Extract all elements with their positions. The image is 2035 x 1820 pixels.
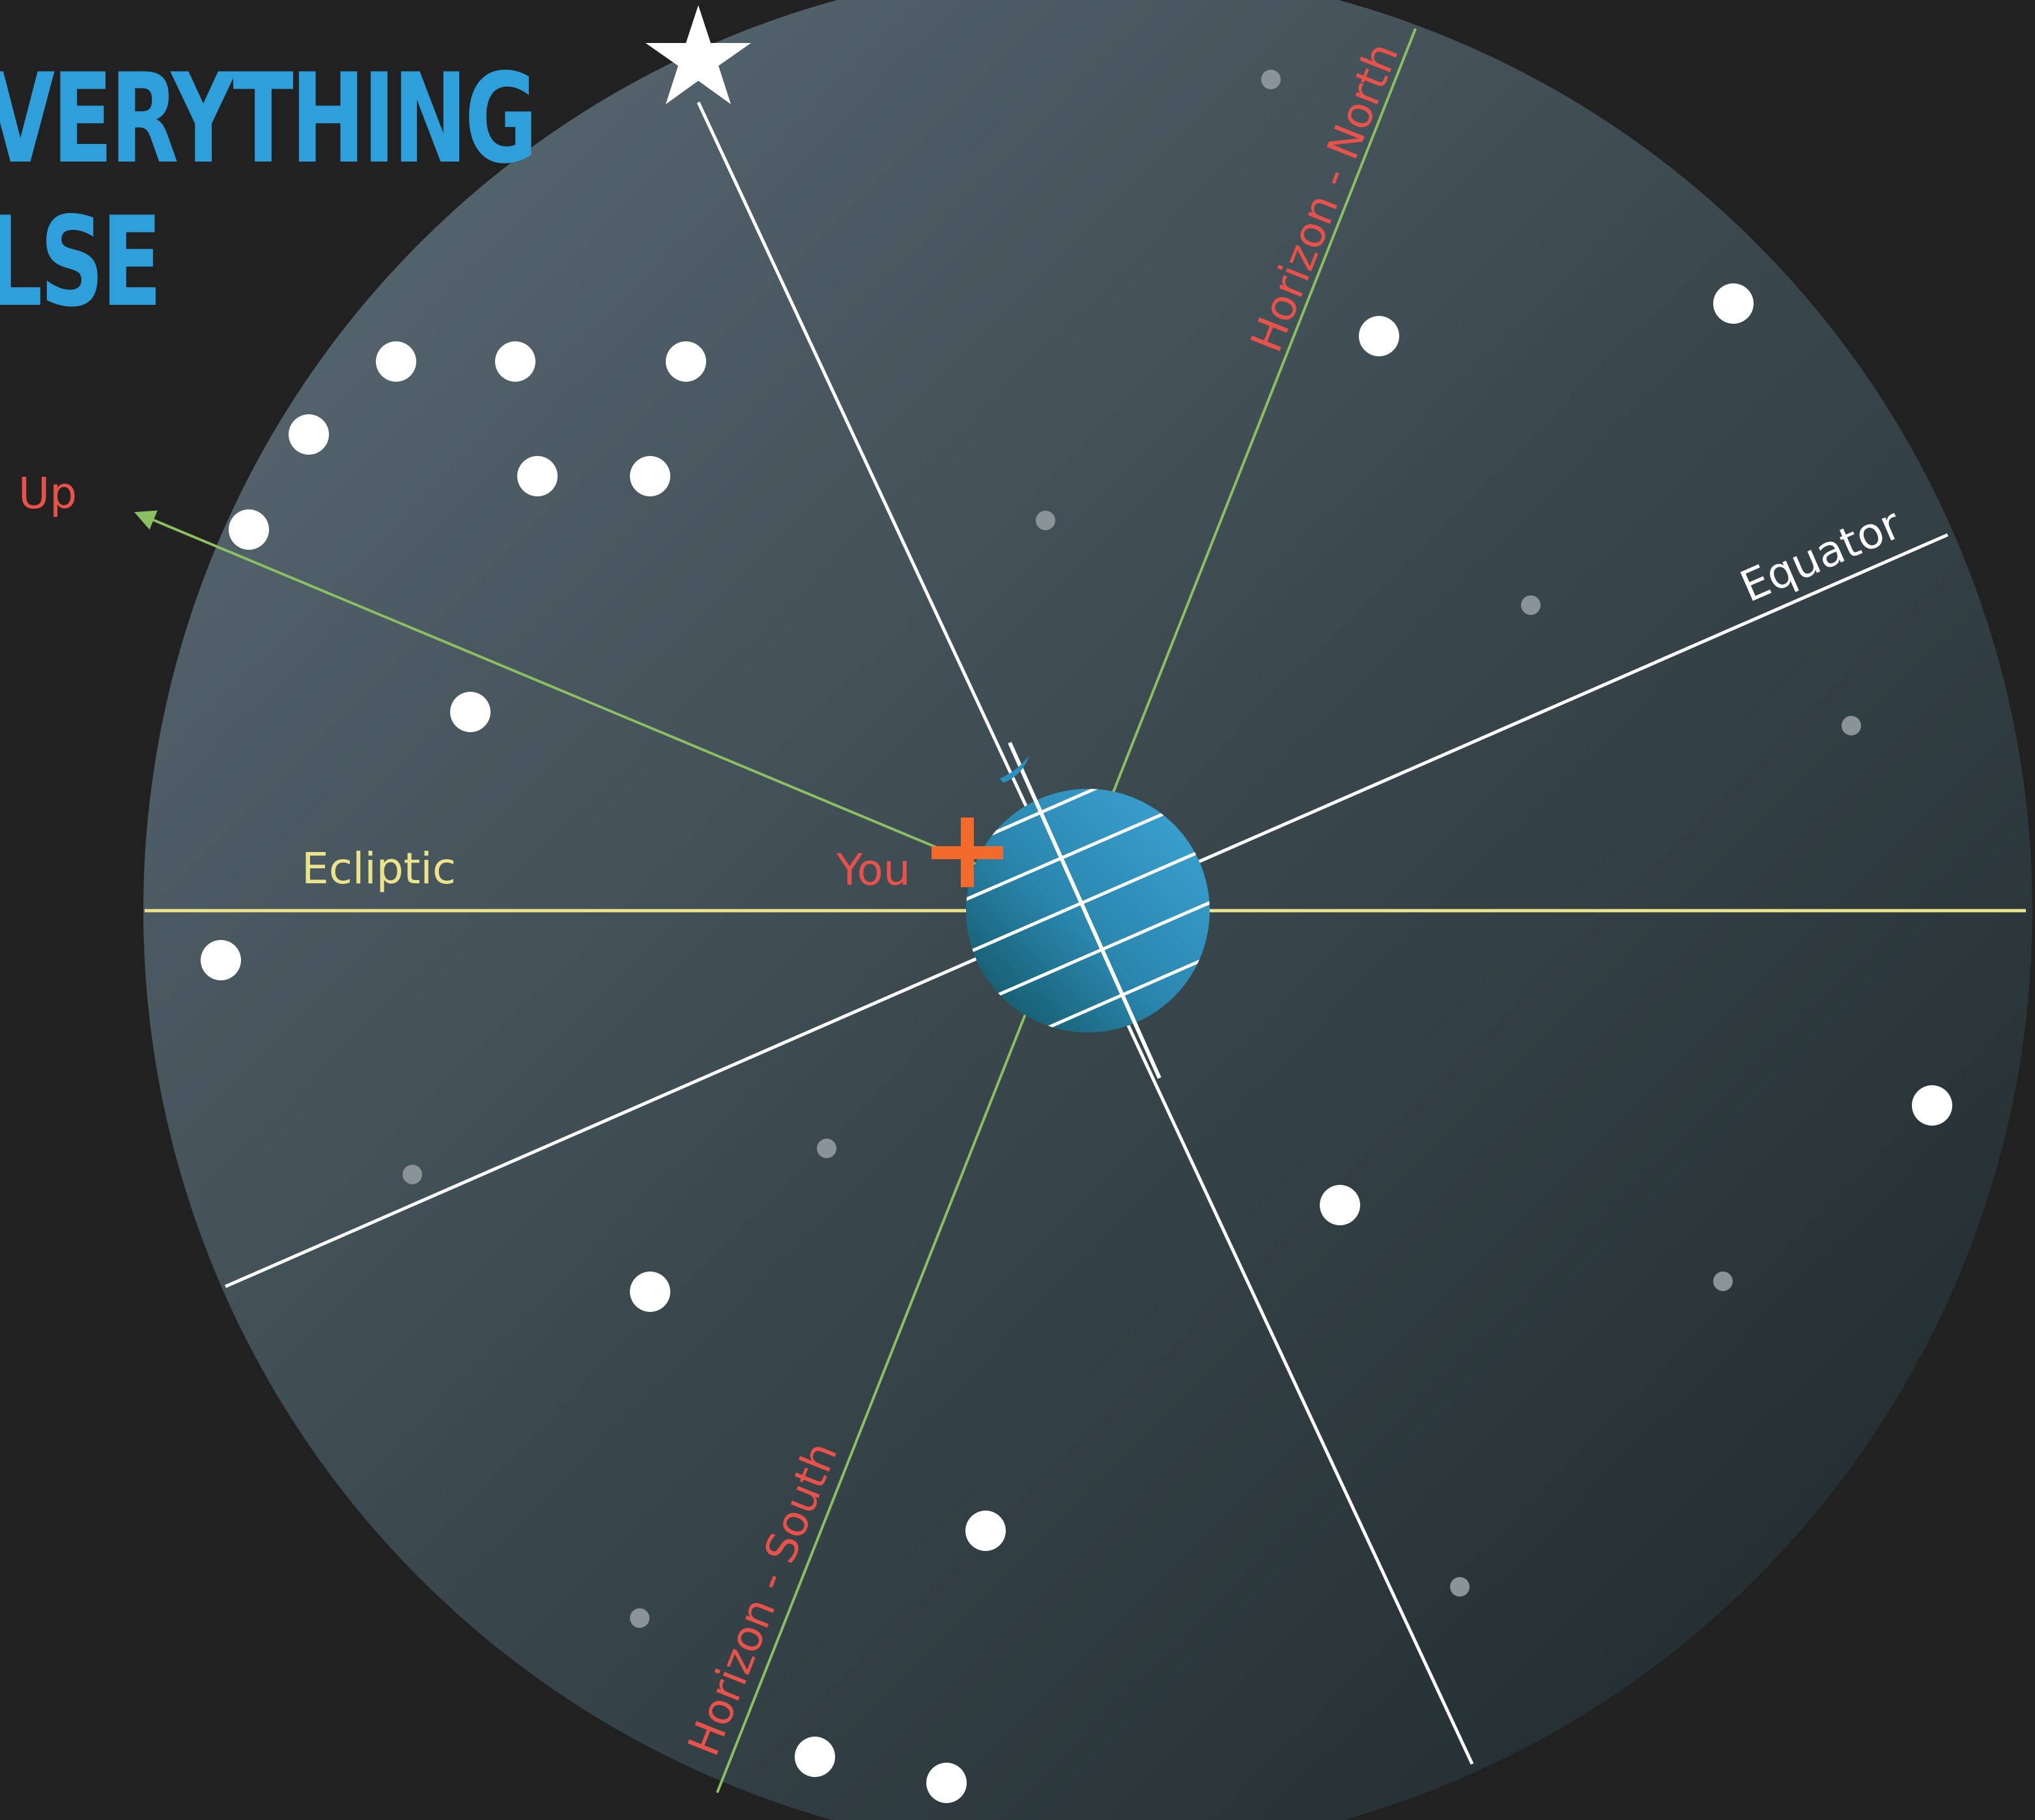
faint-star-dot (817, 1139, 836, 1158)
crescent-moon-icon (1000, 756, 1029, 783)
faint-star-dot (1036, 511, 1055, 530)
star-dot (1359, 316, 1399, 356)
bright-stars (201, 283, 1952, 1803)
title-line-1: VERYTHING (0, 47, 535, 192)
star-dot (376, 341, 416, 382)
up-arrow (134, 510, 1089, 912)
star-dot (630, 456, 670, 496)
faint-star-dot (1713, 1272, 1733, 1291)
star-dot (1912, 1085, 1952, 1126)
title-line-2: LSE (0, 190, 160, 335)
star-dot (517, 456, 558, 496)
star-dot (795, 1737, 835, 1777)
star-icon (646, 5, 751, 104)
star-dot (630, 1272, 670, 1312)
star-dot (1320, 1185, 1360, 1225)
star-dot (289, 414, 329, 455)
star-dot (666, 341, 706, 382)
plus-icon (932, 818, 1003, 887)
star-dot (926, 1763, 967, 1803)
you-label: You (836, 845, 911, 895)
earth-axis-stub (1008, 741, 1161, 1079)
faint-star-dot (403, 1165, 422, 1184)
star-dot (229, 509, 269, 550)
faint-star-dot (1842, 716, 1861, 735)
star-dot (201, 940, 241, 980)
faint-star-dot (1521, 595, 1541, 615)
star-dot (965, 1511, 1006, 1551)
faint-star-dot (1261, 70, 1281, 89)
page-title: VERYTHING LSE (0, 47, 538, 335)
star-dot (450, 692, 491, 732)
star-dot (1713, 283, 1754, 324)
star-dot (495, 341, 535, 382)
faint-stars (403, 70, 1861, 1628)
ecliptic-label: Ecliptic (302, 844, 456, 894)
earth-globe (966, 789, 1210, 1032)
faint-star-dot (630, 1608, 649, 1628)
up-label: Up (18, 468, 77, 519)
faint-star-dot (1450, 1577, 1470, 1597)
